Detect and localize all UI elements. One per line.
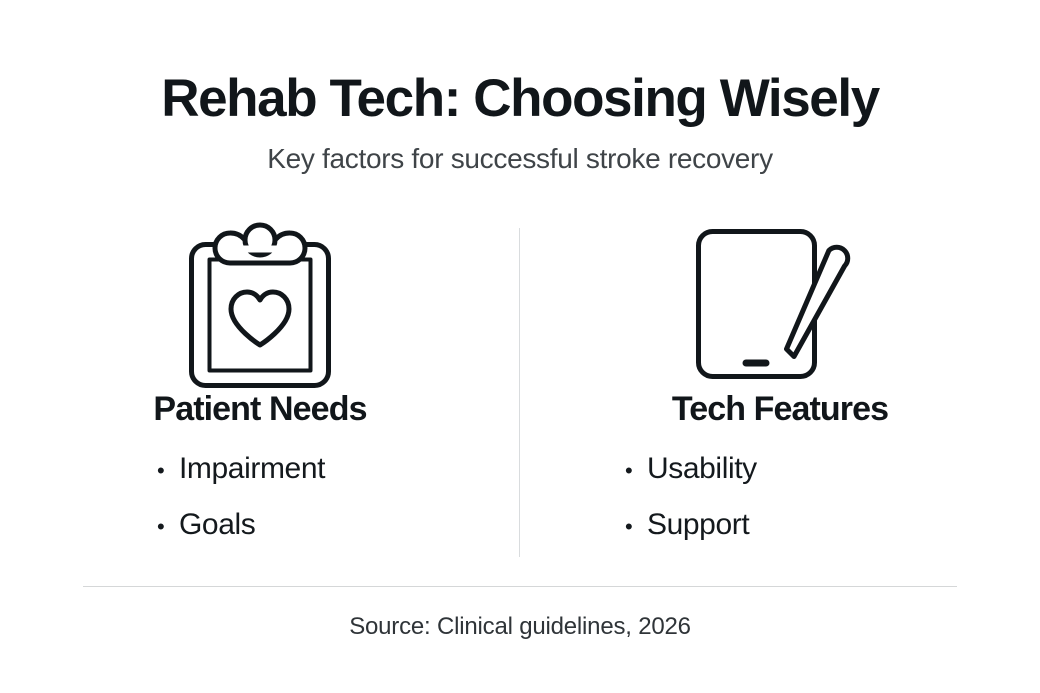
bullet-dot-icon: • xyxy=(625,514,633,539)
columns-container: Patient Needs • Impairment • Goals xyxy=(0,216,1040,566)
vertical-divider xyxy=(519,228,520,557)
bullet-dot-icon: • xyxy=(625,458,633,483)
bullet-list-patient-needs: • Impairment • Goals xyxy=(157,430,427,554)
column-patient-needs: Patient Needs • Impairment • Goals xyxy=(0,216,520,566)
clipboard-heart-icon-wrap xyxy=(0,216,520,388)
tablet-stylus-icon-wrap xyxy=(520,216,1040,382)
bullet-dot-icon: • xyxy=(157,514,165,539)
list-item: • Goals xyxy=(157,498,427,554)
column-heading-patient-needs: Patient Needs xyxy=(153,390,367,428)
list-item: • Impairment xyxy=(157,442,427,498)
bullet-label: Usability xyxy=(647,452,757,485)
page-title: Rehab Tech: Choosing Wisely xyxy=(161,69,880,128)
column-body-patient-needs: Patient Needs • Impairment • Goals xyxy=(0,382,520,554)
bullet-label: Support xyxy=(647,508,750,541)
list-item: • Support xyxy=(625,498,895,554)
bullet-label: Goals xyxy=(179,508,256,541)
list-item: • Usability xyxy=(625,442,895,498)
column-tech-features: Tech Features • Usability • Support xyxy=(520,216,1040,566)
footer-divider xyxy=(83,586,957,587)
source-text: Source: Clinical guidelines, 2026 xyxy=(349,613,691,640)
header: Rehab Tech: Choosing Wisely Key factors … xyxy=(0,68,1040,176)
bullet-list-tech-features: • Usability • Support xyxy=(625,430,895,554)
footer: Source: Clinical guidelines, 2026 xyxy=(0,612,1040,642)
clipboard-heart-icon xyxy=(189,222,331,388)
column-body-tech-features: Tech Features • Usability • Support xyxy=(520,382,1040,554)
tablet-stylus-icon xyxy=(696,229,851,379)
page-subtitle: Key factors for successful stroke recove… xyxy=(267,143,773,174)
bullet-label: Impairment xyxy=(179,452,326,485)
bullet-dot-icon: • xyxy=(157,458,165,483)
column-heading-tech-features: Tech Features xyxy=(671,390,889,428)
